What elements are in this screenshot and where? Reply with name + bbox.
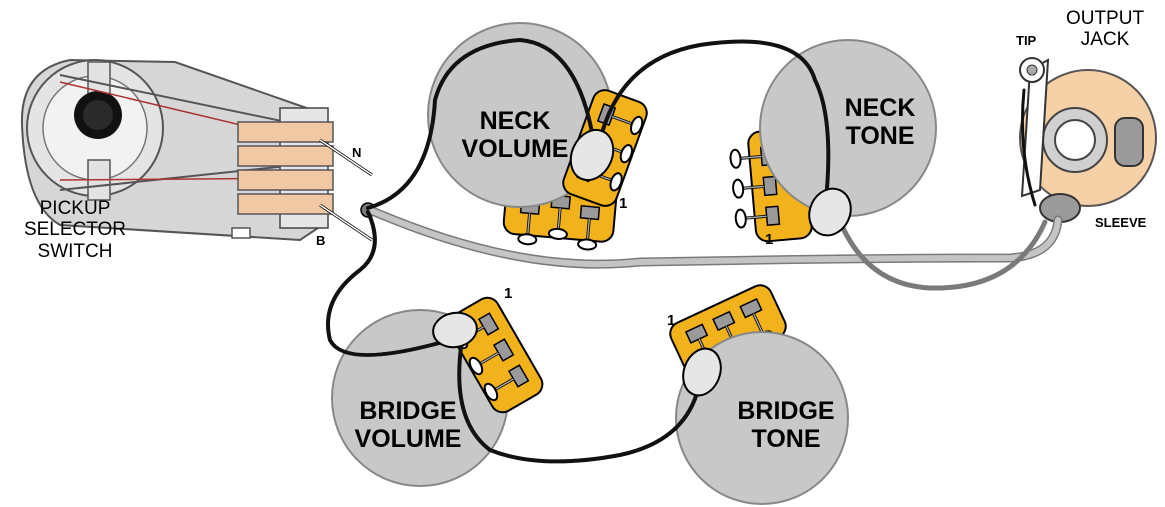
neck-volume-label: NECK VOLUME <box>461 107 569 163</box>
solder-blob-icon <box>432 128 852 397</box>
tip-label: TIP <box>1016 33 1037 48</box>
shield-wire <box>365 205 1063 291</box>
bridge-tone-label: BRIDGE TONE <box>737 397 835 453</box>
output-jack-label: OUTPUT JACK <box>1065 8 1145 51</box>
bridge-tone-lug-1-label: 1 <box>667 312 676 329</box>
pickup-selector-switch-icon <box>20 58 376 242</box>
switch-b-label: B <box>316 233 326 248</box>
bridge-volume-lug-1-label: 1 <box>504 285 513 302</box>
switch-n-label: N <box>352 145 362 160</box>
black-wire <box>326 37 1037 464</box>
pickup-selector-switch-label: PICKUP SELECTOR SWITCH <box>23 198 127 262</box>
neck-volume-lug-1-label: 1 <box>619 195 628 212</box>
bridge-volume-label: BRIDGE VOLUME <box>354 397 462 453</box>
neck-tone-lug-1-label: 1 <box>765 231 774 248</box>
neck-tone-label: NECK TONE <box>844 94 916 150</box>
output-jack-icon <box>1019 57 1157 223</box>
sleeve-label: SLEEVE <box>1095 215 1147 230</box>
